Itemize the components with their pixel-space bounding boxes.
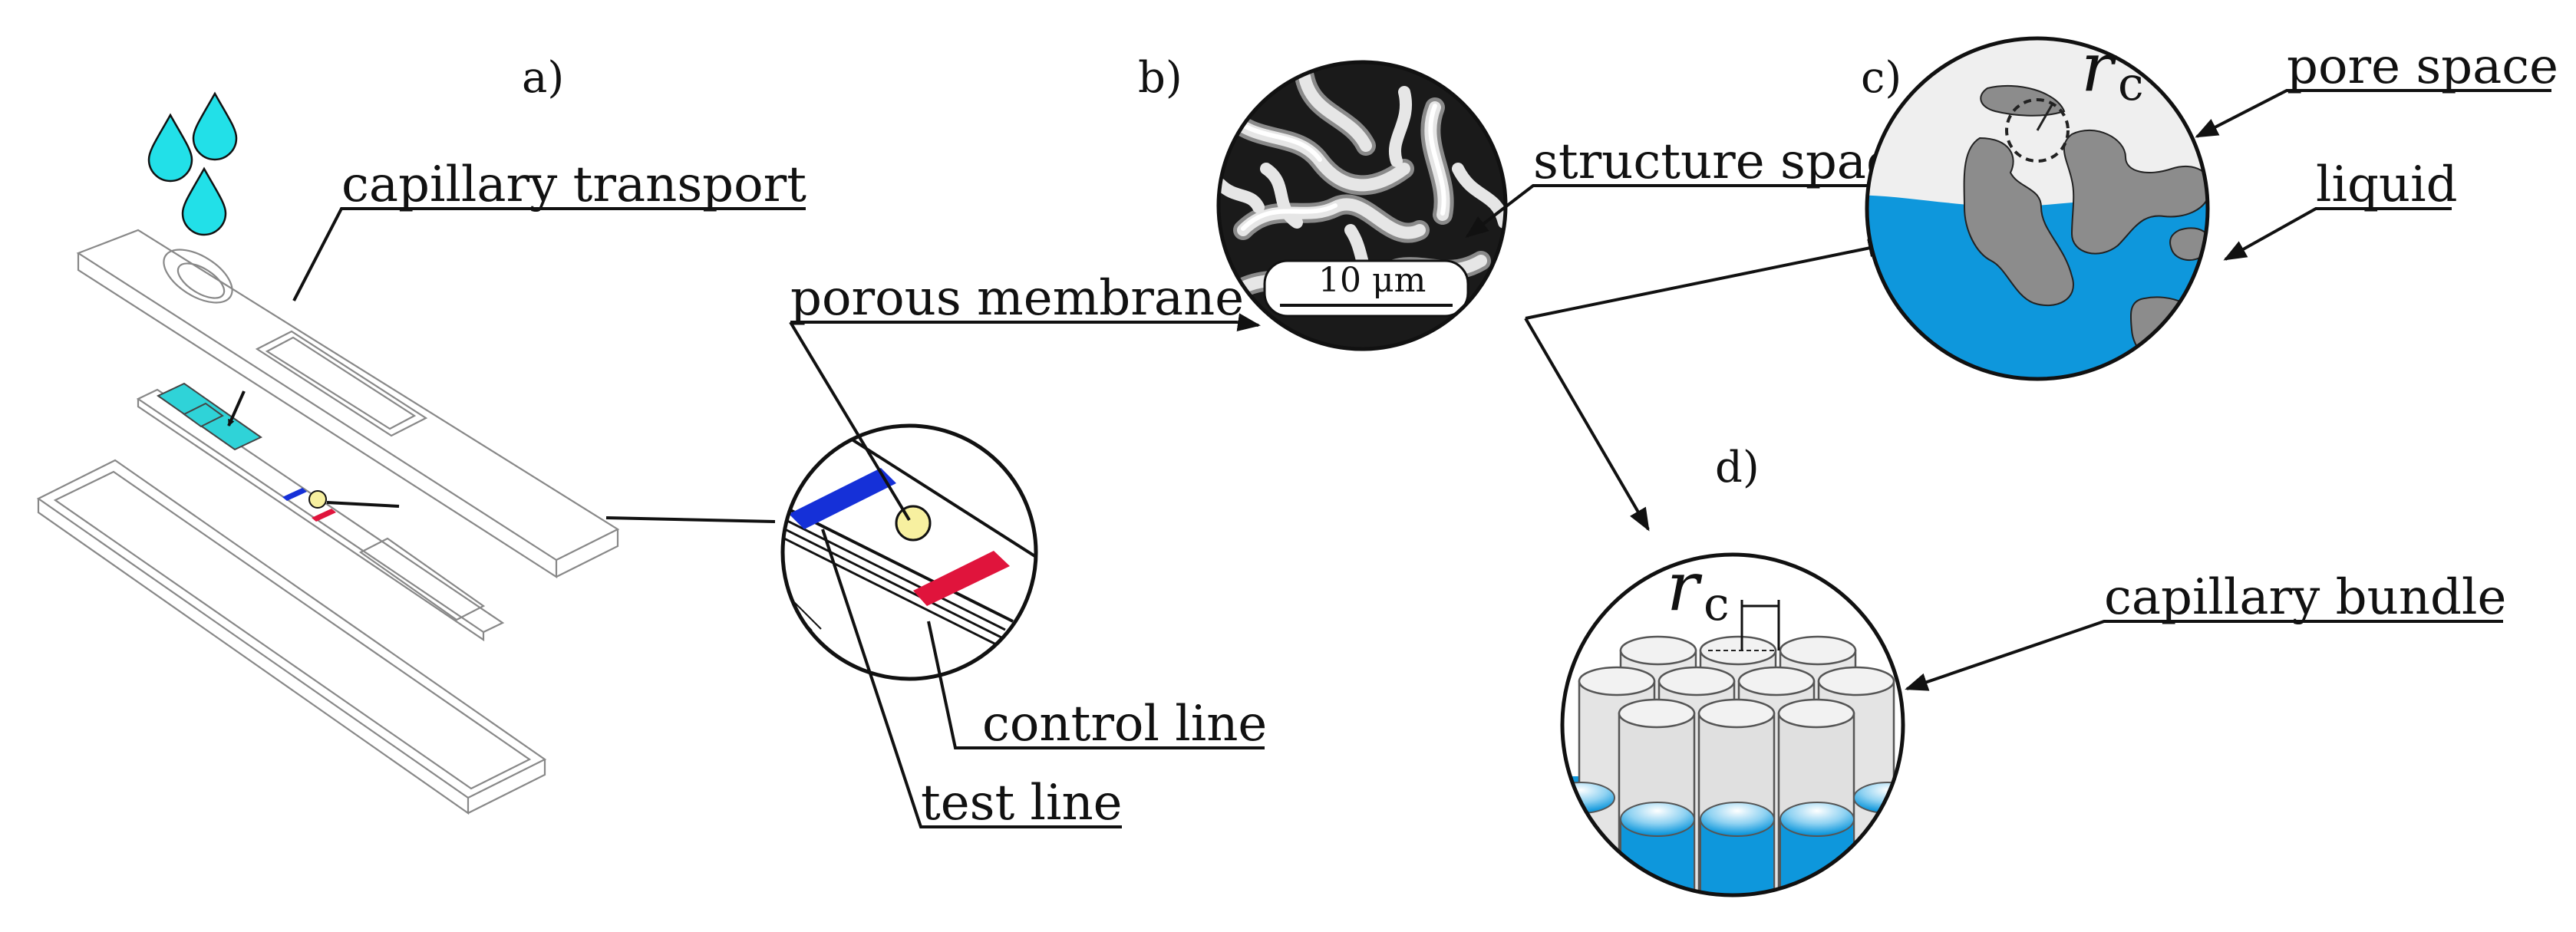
- test-line-band: [913, 551, 1010, 606]
- sample-well: [163, 249, 233, 304]
- test-strip: [136, 382, 505, 642]
- particle: [895, 505, 932, 542]
- label-test-line: test line: [921, 775, 1123, 832]
- strip-zoom: [780, 423, 1038, 681]
- radius-subscript-d: c: [1704, 578, 1730, 631]
- droplet-2: [192, 91, 238, 161]
- radius-subscript-c: c: [2118, 58, 2144, 111]
- label-porous-membrane: porous membrane: [790, 270, 1244, 327]
- capillary-bundle-zoom: r c: [1560, 547, 1905, 897]
- panel-label-a: a): [522, 53, 564, 103]
- droplet-3: [181, 166, 227, 236]
- panel-label-b: b): [1138, 53, 1182, 103]
- label-capillary-bundle: capillary bundle: [2104, 569, 2506, 626]
- cassette-lid: [76, 229, 620, 579]
- scale-bar-label: 10 μm: [1318, 261, 1426, 300]
- panel-label-c: c): [1861, 53, 1901, 103]
- pore-radius-circle: [2005, 98, 2070, 163]
- label-structure-space: structure space: [1533, 133, 1923, 190]
- cassette-base: [36, 459, 547, 815]
- droplets: [147, 91, 238, 236]
- label-control-line: control line: [982, 696, 1267, 753]
- result-window: [255, 330, 428, 437]
- droplet-1: [147, 113, 193, 183]
- scale-bar-box: [1263, 259, 1469, 318]
- sem-micrograph: 10 μm: [1216, 60, 1508, 351]
- label-pore-space: pore space: [2287, 38, 2558, 95]
- control-line-band: [789, 468, 896, 529]
- label-liquid: liquid: [2316, 156, 2458, 213]
- radius-symbol-d: r: [1667, 547, 1703, 626]
- radius-symbol-c: r: [2081, 28, 2117, 107]
- panel-label-d: d): [1715, 443, 1760, 492]
- label-capillary-transport: capillary transport: [341, 156, 806, 213]
